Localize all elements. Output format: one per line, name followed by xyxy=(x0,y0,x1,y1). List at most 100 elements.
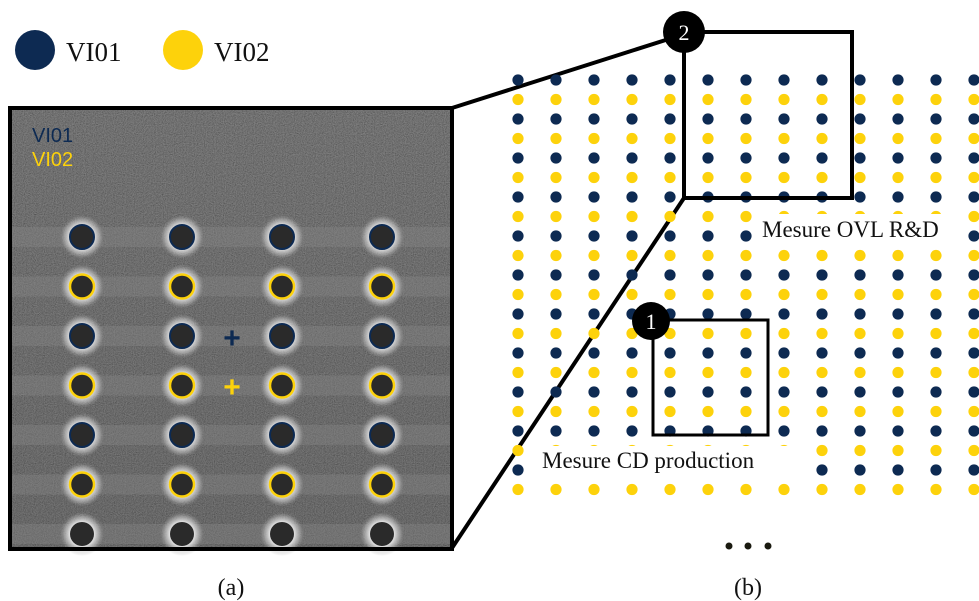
pattern-dot-vi02 xyxy=(740,288,752,301)
pattern-dot-vi02 xyxy=(550,93,562,106)
pattern-dot-vi02 xyxy=(588,288,600,301)
sem-hole-vi02 xyxy=(168,372,196,399)
pattern-dot-vi02 xyxy=(626,210,638,223)
pattern-dot-vi01 xyxy=(550,230,562,242)
pattern-dot-vi02 xyxy=(968,327,979,340)
pattern-dot-vi02 xyxy=(550,210,562,223)
zone-1-label: Mesure CD production xyxy=(542,448,755,473)
pattern-dot-vi01 xyxy=(740,230,752,242)
pattern-dot-vi02 xyxy=(968,366,979,379)
pattern-dot-vi02 xyxy=(512,93,524,106)
pattern-dot-vi02 xyxy=(588,171,600,184)
pattern-dot-vi02 xyxy=(588,249,600,262)
pattern-dot-vi01 xyxy=(968,464,979,476)
pattern-dot-vi01 xyxy=(778,269,790,281)
pattern-dot-vi02 xyxy=(740,249,752,262)
zoom-connector-bottom xyxy=(450,196,686,550)
pattern-dot-vi02 xyxy=(588,483,600,496)
pattern-dot-vi02 xyxy=(512,444,524,457)
pattern-dot-vi01 xyxy=(626,113,638,125)
pattern-dot-vi02 xyxy=(512,327,524,340)
zone-2-box xyxy=(682,30,854,200)
pattern-dot-vi01 xyxy=(588,191,600,203)
pattern-dot-vi02 xyxy=(550,132,562,145)
pattern-dot-vi01 xyxy=(588,308,600,320)
pattern-dot-vi02 xyxy=(664,93,676,106)
pattern-dot-vi01 xyxy=(512,113,524,125)
sem-hole-vi02 xyxy=(368,471,396,498)
sem-row-band xyxy=(12,227,450,247)
zone-1-marker: 1 xyxy=(632,302,670,340)
sem-row-band xyxy=(12,474,450,495)
sem-hole-vi01 xyxy=(169,323,195,349)
pattern-dot-vi01 xyxy=(664,74,676,86)
pattern-dot-vi02 xyxy=(588,405,600,418)
pattern-dot-vi01 xyxy=(854,425,866,437)
zone-2-number: 2 xyxy=(679,20,690,45)
dot-pattern xyxy=(512,74,979,496)
pattern-dot-vi02 xyxy=(816,288,828,301)
sem-hole xyxy=(270,522,294,546)
pattern-dot-vi01 xyxy=(702,113,714,125)
sem-hole-vi01 xyxy=(369,224,395,250)
pattern-dot-vi02 xyxy=(930,93,942,106)
pattern-dot-vi01 xyxy=(588,269,600,281)
pattern-dot-vi02 xyxy=(778,249,790,262)
pattern-dot-vi02 xyxy=(816,132,828,145)
continuation-dots xyxy=(725,542,772,550)
pattern-dot-vi02 xyxy=(740,210,752,223)
pattern-dot-vi02 xyxy=(588,327,600,340)
pattern-dot-vi02 xyxy=(968,288,979,301)
pattern-dot-vi01 xyxy=(816,347,828,359)
pattern-dot-vi02 xyxy=(968,444,979,457)
pattern-dot-vi02 xyxy=(550,327,562,340)
legend-label-vi01: VI01 xyxy=(66,37,122,67)
pattern-dot-vi02 xyxy=(588,132,600,145)
pattern-dot-vi01 xyxy=(702,269,714,281)
pattern-dot-vi02 xyxy=(550,483,562,496)
pattern-dot-vi01 xyxy=(854,464,866,476)
pattern-dot-vi01 xyxy=(740,386,752,398)
pattern-dot-vi01 xyxy=(892,191,904,203)
pattern-dot-vi01 xyxy=(854,386,866,398)
sem-hole-vi02 xyxy=(68,372,96,399)
pattern-dot-vi01 xyxy=(930,113,942,125)
pattern-dot-vi01 xyxy=(816,464,828,476)
pattern-dot-vi02 xyxy=(892,327,904,340)
pattern-dot-vi01 xyxy=(778,113,790,125)
pattern-dot-vi01 xyxy=(930,425,942,437)
pattern-dot-vi01 xyxy=(664,269,676,281)
pattern-dot-vi01 xyxy=(778,425,790,437)
sem-hole-vi02 xyxy=(268,273,296,300)
pattern-dot-vi02 xyxy=(930,249,942,262)
pattern-dot-vi02 xyxy=(702,366,714,379)
sem-row-band xyxy=(12,524,450,544)
sem-hole-vi01 xyxy=(69,422,95,448)
pattern-dot-vi02 xyxy=(512,288,524,301)
pattern-dot-vi02 xyxy=(702,210,714,223)
pattern-dot-vi01 xyxy=(702,386,714,398)
pattern-dot-vi01 xyxy=(892,464,904,476)
pattern-dot-vi01 xyxy=(550,425,562,437)
pattern-dot-vi02 xyxy=(664,210,676,223)
zone-2-label: Mesure OVL R&D xyxy=(762,217,939,242)
pattern-dot-vi02 xyxy=(588,210,600,223)
pattern-dot-vi01 xyxy=(512,74,524,86)
pattern-dot-vi02 xyxy=(702,171,714,184)
pattern-dot-vi01 xyxy=(816,113,828,125)
pattern-dot-vi02 xyxy=(854,405,866,418)
pattern-dot-vi02 xyxy=(740,405,752,418)
pattern-dot-vi01 xyxy=(702,74,714,86)
sem-hole-vi01 xyxy=(169,422,195,448)
sem-hole-vi02 xyxy=(368,372,396,399)
pattern-dot-vi01 xyxy=(816,425,828,437)
pattern-dot-vi01 xyxy=(702,308,714,320)
pattern-dot-vi01 xyxy=(968,191,979,203)
pattern-dot-vi02 xyxy=(512,210,524,223)
pattern-dot-vi02 xyxy=(740,132,752,145)
pattern-dot-vi02 xyxy=(854,288,866,301)
pattern-dot-vi01 xyxy=(550,347,562,359)
pattern-dot-vi01 xyxy=(664,230,676,242)
sem-hole xyxy=(170,522,194,546)
pattern-dot-vi02 xyxy=(702,249,714,262)
